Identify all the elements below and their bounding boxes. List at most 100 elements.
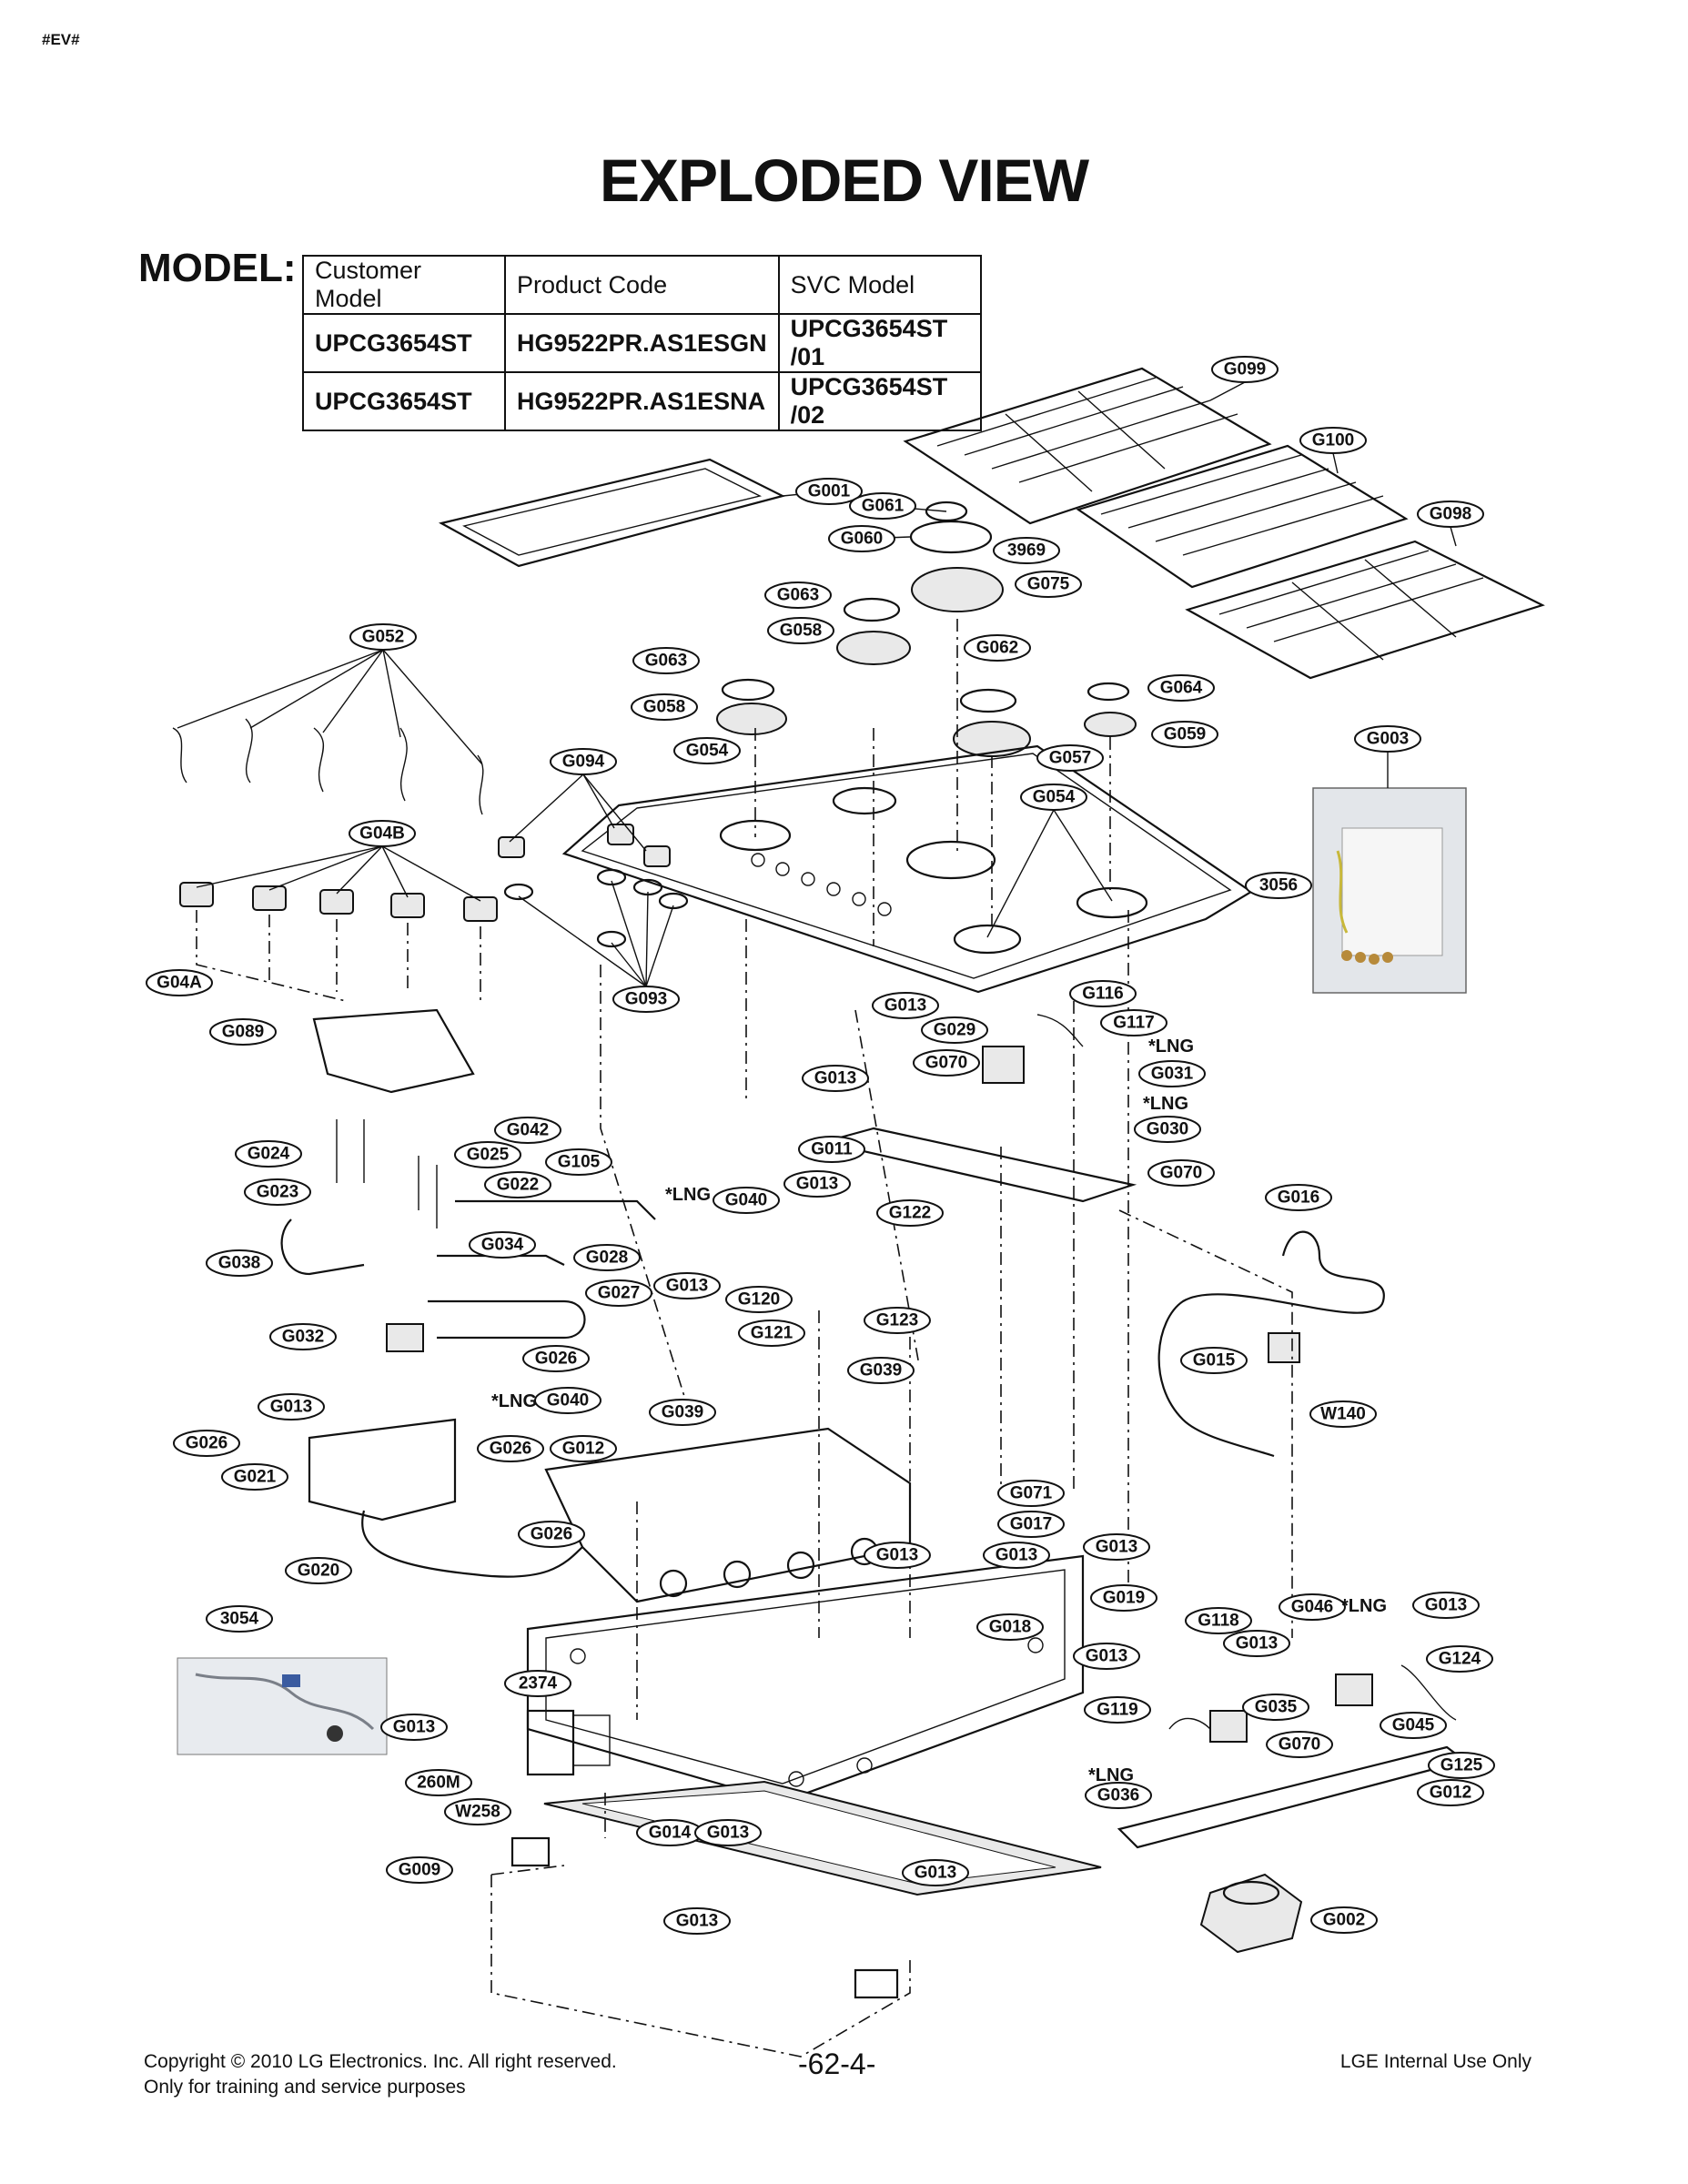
callout-label: G120 <box>738 1290 780 1309</box>
callout-g011: G011 <box>798 1136 865 1163</box>
callout-ellipse <box>1412 1592 1480 1619</box>
parts-drawing <box>172 367 1545 2058</box>
callout-g013: G013 <box>902 1859 969 1886</box>
callout-label: G001 <box>808 482 851 501</box>
callout-g123: G123 <box>864 1307 931 1334</box>
callout-ellipse <box>1083 1533 1150 1561</box>
callout-g020: G020 <box>285 1557 352 1584</box>
callout-g002: G002 <box>1310 1906 1378 1934</box>
callout-label: G045 <box>1392 1716 1435 1735</box>
callout-g013: G013 <box>1073 1643 1140 1670</box>
callout-ellipse <box>1147 1159 1215 1187</box>
grate-right <box>1185 540 1545 680</box>
callout-g058: G058 <box>767 617 834 644</box>
leader-line <box>518 895 647 987</box>
callout-g031: G031 <box>1138 1060 1206 1087</box>
callout-label: G04A <box>157 974 202 993</box>
callout-ellipse <box>1242 1694 1309 1721</box>
callout-ellipse <box>902 1859 969 1886</box>
callout-g040: G040 <box>534 1387 601 1414</box>
lng-note: *LNG <box>665 1185 711 1205</box>
conversion-kit-bag <box>1312 787 1467 994</box>
callout-g094: G094 <box>550 748 617 775</box>
leader-lines <box>177 381 1457 987</box>
callout-g030: G030 <box>1134 1116 1201 1143</box>
callout-g012: G012 <box>550 1435 617 1462</box>
product-code-cell: HG9522PR.AS1ESGN <box>504 313 780 373</box>
callout-g019: G019 <box>1090 1584 1157 1612</box>
callout-ellipse <box>1020 784 1087 811</box>
leader-line <box>509 774 584 843</box>
callout-label: G093 <box>625 990 667 1009</box>
callout-ellipse <box>469 1231 536 1259</box>
callout-label: G035 <box>1255 1698 1298 1717</box>
callout-ellipse <box>1084 1696 1151 1724</box>
callout-label: G04B <box>359 824 405 844</box>
callout-label: G052 <box>362 628 404 647</box>
callout-g013: G013 <box>1083 1533 1150 1561</box>
callout-g034: G034 <box>469 1231 536 1259</box>
internal-use-text: LGE Internal Use Only <box>1339 2051 1531 2072</box>
callout-label: G039 <box>662 1403 703 1422</box>
callout-label: 3969 <box>1007 541 1046 561</box>
callout-g061: G061 <box>849 492 916 520</box>
callout-ellipse <box>964 634 1031 662</box>
page-tag: #EV# <box>42 31 80 48</box>
callout-ellipse <box>1266 1731 1333 1758</box>
callout-layer: G099G100G098G001G061G0603969G075G063G058… <box>146 356 1495 1935</box>
callout-g013: G013 <box>802 1065 869 1092</box>
callout-label: G059 <box>1164 725 1206 744</box>
leader-line <box>249 649 384 729</box>
callout-label: G121 <box>751 1324 793 1343</box>
callout-ellipse <box>864 1542 931 1569</box>
callout-label: G042 <box>507 1121 549 1140</box>
callout-ellipse <box>1426 1645 1493 1673</box>
callout-ellipse <box>983 1542 1050 1569</box>
customer-model-cell: UPCG3654ST <box>302 313 506 373</box>
leader-line <box>645 905 674 987</box>
callout-label: G123 <box>876 1311 918 1330</box>
callout-g013: G013 <box>663 1907 731 1935</box>
callout-g116: G116 <box>1069 980 1137 1007</box>
callout-w140: W140 <box>1309 1400 1377 1428</box>
callout-ellipse <box>1310 1906 1378 1934</box>
leader-line <box>322 649 384 733</box>
callout-label: G089 <box>222 1023 264 1042</box>
callout-label: G013 <box>270 1398 312 1417</box>
callout-g018: G018 <box>976 1613 1044 1641</box>
callout-g013: G013 <box>872 992 939 1019</box>
callout-label: G026 <box>531 1525 572 1544</box>
callout-label: G094 <box>562 753 605 772</box>
callout-ellipse <box>1073 1643 1140 1670</box>
callout-g039: G039 <box>649 1399 716 1426</box>
header-customer-model: Customer Model <box>302 255 506 315</box>
callout-g003: G003 <box>1354 725 1421 753</box>
gas-regulator <box>1199 1873 1303 1954</box>
callout-3054: 3054 <box>206 1605 273 1633</box>
callout-ellipse <box>795 478 863 505</box>
callout-ellipse <box>694 1819 762 1846</box>
callout-label: G058 <box>780 622 822 641</box>
callout-g001: G001 <box>795 478 863 505</box>
callout-ellipse <box>550 748 617 775</box>
note-layer: *LNG*LNG*LNG*LNG*LNG*LNG <box>491 1036 1387 1785</box>
callout-ellipse <box>1138 1060 1206 1087</box>
callout-g046: G046 <box>1279 1593 1346 1621</box>
callout-ellipse <box>386 1856 453 1884</box>
leader-line <box>1209 381 1246 401</box>
callout-label: G098 <box>1430 505 1471 524</box>
brackets <box>510 1836 899 1999</box>
callout-g009: G009 <box>386 1856 453 1884</box>
callout-ellipse <box>876 1199 944 1227</box>
callout-ellipse <box>1090 1584 1157 1612</box>
callout-g040: G040 <box>713 1187 780 1214</box>
lng-note: *LNG <box>1088 1765 1134 1785</box>
lng-note: *LNG <box>1341 1596 1387 1616</box>
callout-ellipse <box>1417 1779 1484 1806</box>
power-cord <box>1157 1230 1385 1458</box>
model-table: Customer Model Product Code SVC Model UP… <box>302 255 982 431</box>
callout-label: G124 <box>1439 1650 1481 1669</box>
callout-label: G013 <box>393 1718 435 1737</box>
callout-ellipse <box>1299 427 1367 454</box>
callout-label: W140 <box>1320 1405 1366 1424</box>
